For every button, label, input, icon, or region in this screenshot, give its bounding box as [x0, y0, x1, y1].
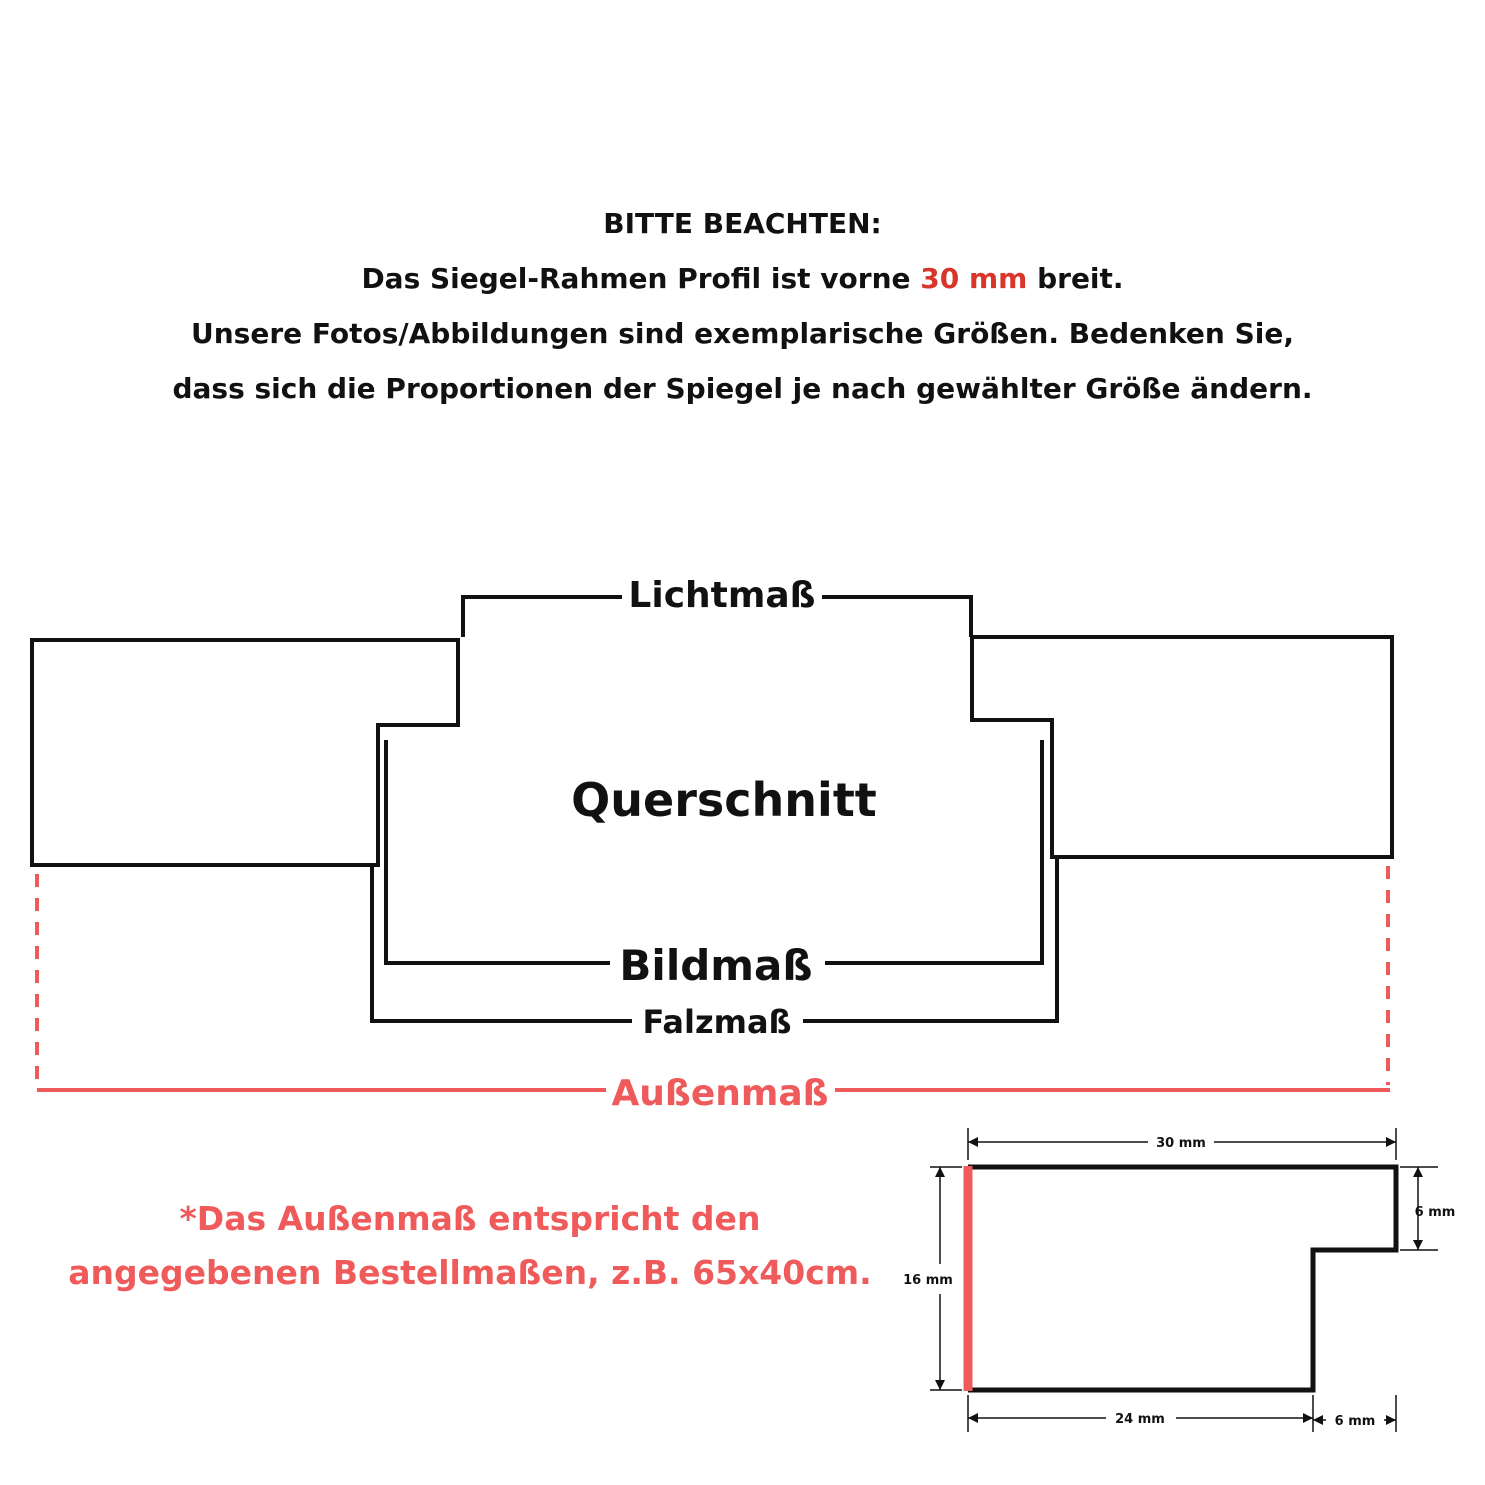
footnote-line1: *Das Außenmaß entspricht den — [179, 1199, 761, 1238]
lichtmass-label: Lichtmaß — [628, 575, 815, 616]
lichtmass-bracket — [461, 595, 973, 637]
notice-block: BITTE BEACHTEN: Das Siegel-Rahmen Profil… — [0, 196, 1485, 416]
aussenmass-label: Außenmaß — [611, 1073, 828, 1114]
dim-label-30mm: 30 mm — [1156, 1136, 1206, 1151]
profile-outline — [968, 1164, 1399, 1393]
right-frame-profile — [970, 635, 1394, 859]
notice-line4: dass sich die Proportionen der Spiegel j… — [172, 372, 1313, 405]
dim-label-6mm-step-width: 6 mm — [1335, 1414, 1376, 1429]
dim-label-6mm-step-height: 6 mm — [1415, 1205, 1456, 1220]
querschnitt-label: Querschnitt — [571, 773, 877, 827]
notice-width-highlight: 30 mm — [920, 262, 1028, 295]
falzmass-bracket — [370, 858, 1059, 1023]
dim-label-16mm: 16 mm — [903, 1273, 953, 1288]
notice-line2-before: Das Siegel-Rahmen Profil ist vorne — [361, 262, 921, 295]
footnote: *Das Außenmaß entspricht den angegebenen… — [40, 1192, 900, 1300]
left-frame-profile — [30, 638, 460, 867]
bildmass-bracket — [384, 740, 1044, 965]
profile-detail: 30 mm 16 mm 6 mm 24 mm 6 mm — [903, 1128, 1455, 1432]
notice-line-profile-width: Das Siegel-Rahmen Profil ist vorne 30 mm… — [0, 251, 1485, 306]
notice-heading: BITTE BEACHTEN: — [603, 207, 882, 240]
falzmass-label: Falzmaß — [642, 1003, 791, 1041]
bildmass-label: Bildmaß — [619, 941, 812, 990]
dim-label-24mm: 24 mm — [1115, 1412, 1165, 1427]
notice-line2-after: breit. — [1027, 262, 1124, 295]
notice-line3: Unsere Fotos/Abbildungen sind exemplaris… — [191, 317, 1294, 350]
footnote-line2: angegebenen Bestellmaßen, z.B. 65x40cm. — [68, 1253, 872, 1292]
